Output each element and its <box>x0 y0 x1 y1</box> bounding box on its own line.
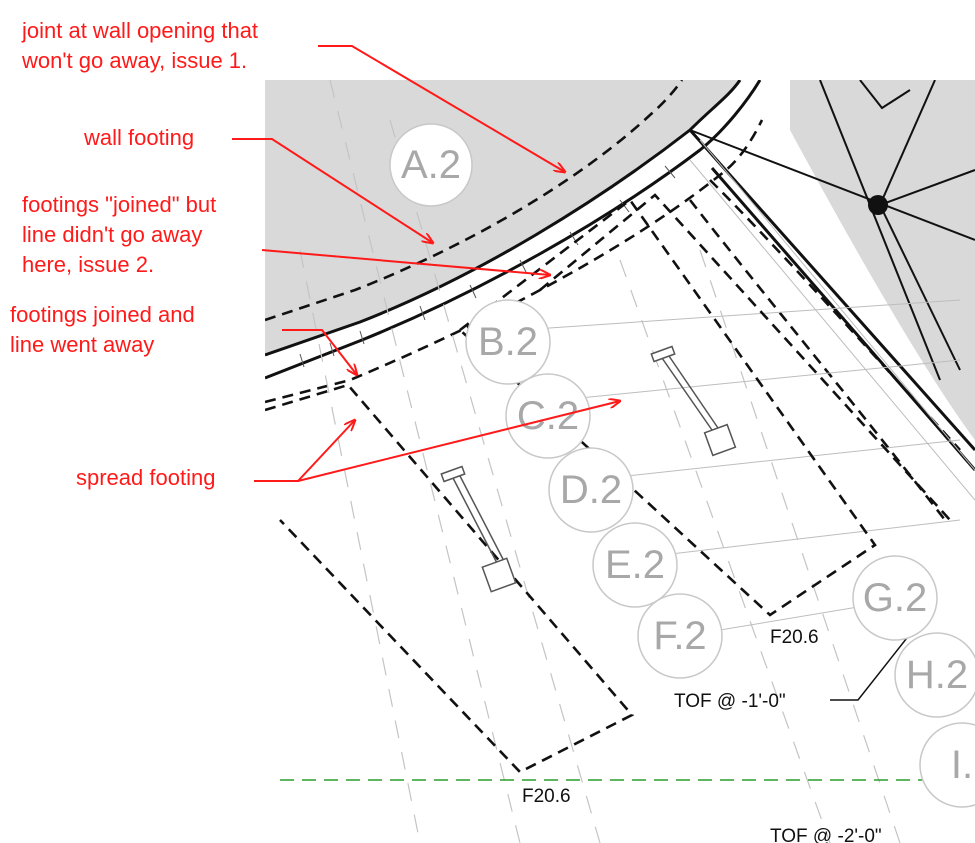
grid-bubble-f2-label: F.2 <box>653 614 706 658</box>
spread-footing-right-outer <box>539 193 951 521</box>
wall-hatch <box>299 165 676 368</box>
grid-bubble-c2-label: C.2 <box>517 394 579 438</box>
note-wall-footing: wall footing <box>83 125 194 150</box>
grid-bubble-g2: G.2 <box>852 555 938 641</box>
grid-bubble-h2-label: H.2 <box>906 653 968 697</box>
arrow-joined <box>282 329 357 375</box>
right-wall-dashed <box>709 179 961 451</box>
right-wall-edge <box>688 129 975 451</box>
grid-bubble-b2: B.2 <box>465 299 551 385</box>
spread-footing-left <box>265 383 635 774</box>
plan-viewport: A.2 B.2 C.2 D.2 E.2 F.2 G.2 H.2 <box>265 80 975 843</box>
arrow-spread-footing-right <box>297 401 620 482</box>
grid-bubble-h2: H.2 <box>894 632 975 718</box>
grid-bubble-i2-label: I. <box>951 743 973 787</box>
grid-bubble-a2-label: A.2 <box>401 143 461 187</box>
note-spread-footing: spread footing <box>76 465 215 490</box>
curved-wall-inner-edge <box>265 80 762 380</box>
column-dot <box>868 195 888 215</box>
note-joined-line1: footings joined and <box>10 302 195 327</box>
spread-footing-right <box>457 198 877 617</box>
note-issue2-line3: here, issue 2. <box>22 252 154 277</box>
arrow-issue1 <box>318 45 565 172</box>
note-issue1-line1: joint at wall opening that <box>21 18 258 43</box>
note-joined-line2: line went away <box>10 332 154 357</box>
grid-bubble-c2: C.2 <box>505 373 591 459</box>
curved-wall-edge <box>265 80 742 357</box>
column-right <box>650 345 737 457</box>
arrow-issue2 <box>261 249 550 275</box>
grid-bubble-b2-label: B.2 <box>478 320 538 364</box>
grid-bubble-i2: I. <box>919 722 975 808</box>
column-left <box>440 465 517 593</box>
note-issue1-line2: won't go away, issue 1. <box>21 48 247 73</box>
note-issue2-line1: footings "joined" but <box>22 192 216 217</box>
note-issue2-line2: line didn't go away <box>22 222 202 247</box>
grid-bubble-f2: F.2 <box>637 593 723 679</box>
markup-annotations: joint at wall opening that won't go away… <box>10 18 620 490</box>
grid-bubble-e2: E.2 <box>592 522 678 608</box>
wall-notch <box>859 80 911 110</box>
curved-wall-fill <box>265 80 740 355</box>
grid-bubble-d2-label: D.2 <box>560 468 622 512</box>
grid-bubble-d2: D.2 <box>548 447 634 533</box>
footing-tag-left: F20.6 <box>522 786 571 807</box>
elevation-tag-2: TOF @ -2'-0" <box>770 826 882 843</box>
grid-bubble-a2: A.2 <box>389 123 473 207</box>
footing-tag-right: F20.6 <box>770 627 819 648</box>
arrow-wall-footing <box>232 138 433 243</box>
grid-bubble-e2-label: E.2 <box>605 543 665 587</box>
grid-bubble-g2-label: G.2 <box>863 576 927 620</box>
bracing-lines <box>689 80 975 381</box>
elevation-tag-1: TOF @ -1'-0" <box>674 691 786 712</box>
tof-leader <box>830 614 926 701</box>
